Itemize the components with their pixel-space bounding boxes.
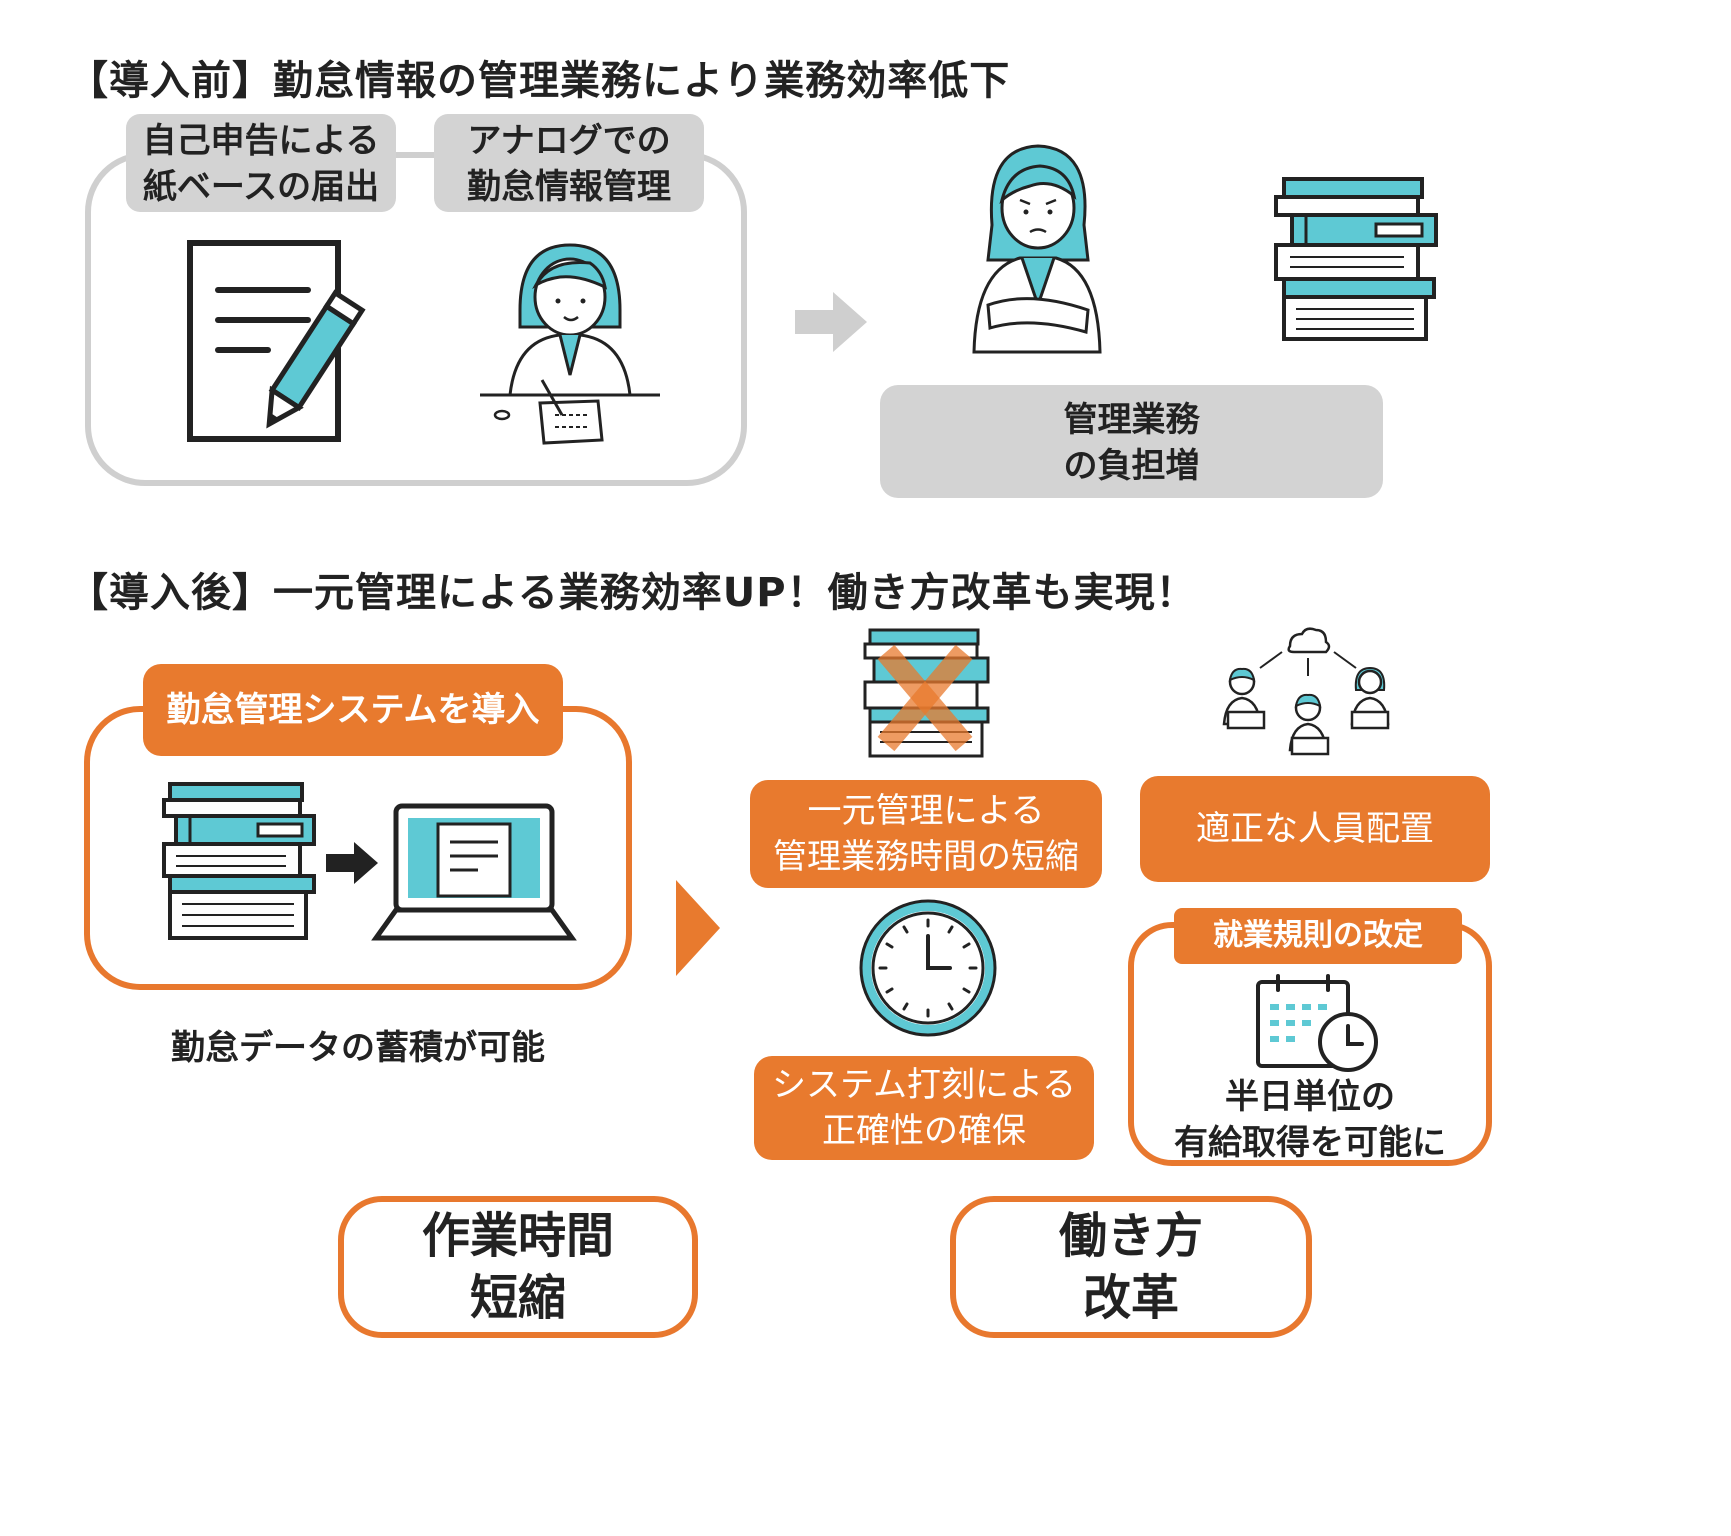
before-result-line2: の負担増 [1063,446,1200,486]
after-heading: 【導入後】一元管理による業務効率UP！働き方改革も実現！ [68,570,1197,616]
result-left-line1: 作業時間 [421,1208,614,1264]
cross-files-icon [863,628,990,758]
black-arrow-icon [326,842,378,884]
worried-person-icon [972,144,1102,354]
before-heading: 【導入前】勤怠情報の管理業務により業務効率低下 [68,58,1011,104]
arrow-right-icon [795,292,867,352]
tag-analog-line2: 勤怠情報管理 [467,167,671,207]
tag-self-report-line1: 自己申告による [142,121,380,161]
document-pen-icon [187,240,366,442]
effect1-line2: 管理業務時間の短縮 [773,837,1079,877]
result-left-line2: 短縮 [469,1270,566,1326]
calendar-clock-icon [1256,974,1378,1072]
rule-revision-tag: 就業規則の改定 [1174,908,1462,964]
rule-text-line1: 半日単位の [1225,1077,1395,1117]
data-accumulation-note: 勤怠データの蓄積が可能 [171,1028,545,1068]
laptop-icon [371,803,577,941]
rule-revision-text: 半日単位の 有給取得を可能に [1128,1074,1492,1166]
rule-text-line2: 有給取得を可能に [1174,1123,1446,1163]
clock-icon [859,899,997,1037]
effect-unified-management: 一元管理による 管理業務時間の短縮 [750,780,1102,888]
before-result-line1: 管理業務 [1063,400,1200,440]
stacked-files-icon-after [162,782,316,940]
effect1-line1: 一元管理による [807,791,1045,831]
effect2-line2: 正確性の確保 [822,1111,1026,1151]
effect-accuracy: システム打刻による 正確性の確保 [754,1056,1094,1160]
tag-self-report-line2: 紙ベースの届出 [142,167,380,207]
network-people-icon [1222,627,1390,756]
effect2-line1: システム打刻による [772,1065,1076,1105]
before-result-box: 管理業務 の負担増 [880,385,1383,498]
orange-arrow-icon [676,880,720,976]
tag-self-report: 自己申告による 紙ベースの届出 [126,114,396,212]
person-writing-icon [480,243,660,445]
result-right-line1: 働き方 [1058,1208,1203,1264]
result-right-line2: 改革 [1082,1270,1179,1326]
result-work-style-reform: 働き方 改革 [950,1196,1312,1338]
tag-analog-line1: アナログでの [467,121,671,161]
tag-analog-management: アナログでの 勤怠情報管理 [434,114,704,212]
effect-staffing: 適正な人員配置 [1140,776,1490,882]
result-time-reduction: 作業時間 短縮 [338,1196,698,1338]
system-tag: 勤怠管理システムを導入 [143,664,563,756]
before-process-frame [85,152,747,486]
stacked-files-icon [1274,177,1438,341]
